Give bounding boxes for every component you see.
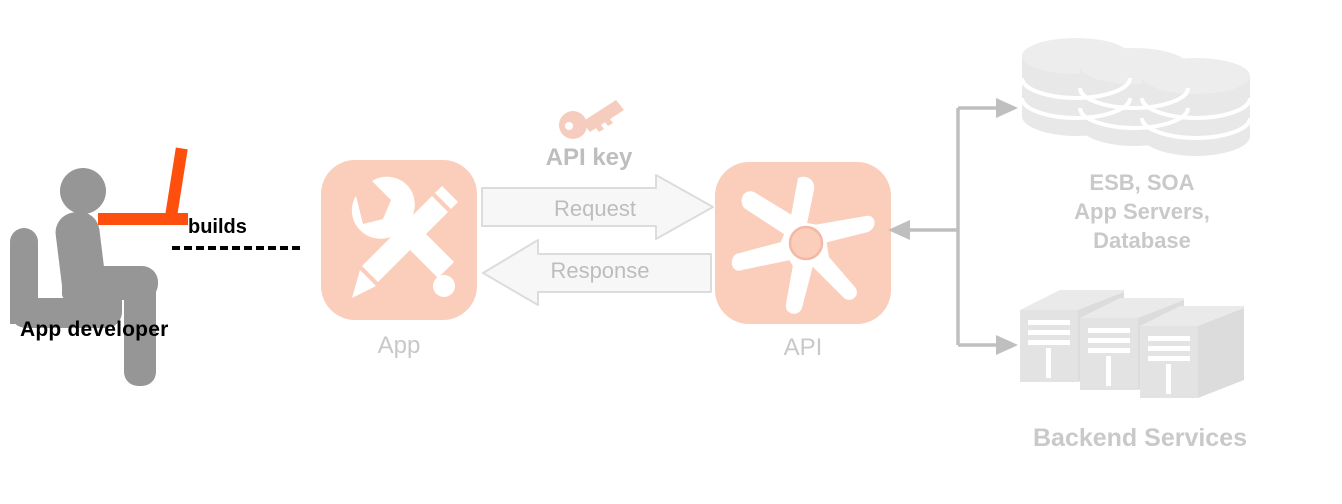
app-node-label: App	[377, 332, 421, 359]
developer-head-icon	[60, 168, 106, 214]
api-node-label: API	[783, 334, 823, 361]
builds-dashed-line	[172, 246, 300, 250]
api-star-hub-icon	[731, 176, 875, 314]
server-racks-icon	[1020, 290, 1244, 398]
datastore-label-line-1: ESB, SOA	[1089, 170, 1195, 195]
app-developer-label: App developer	[20, 318, 169, 341]
datastore-label-line-3: Database	[1093, 228, 1191, 253]
arrow-right-to-database-head	[996, 98, 1018, 118]
datastore-label: ESB, SOA App Servers, Database	[1022, 168, 1262, 255]
developer-shin-shape	[124, 278, 156, 386]
response-arrow	[482, 239, 712, 306]
request-arrow	[481, 174, 714, 240]
arrow-left-to-api-head	[888, 220, 910, 240]
app-developer-figure	[0, 147, 300, 386]
request-label: Request	[554, 196, 636, 221]
arrow-right-to-servers-head	[996, 335, 1018, 355]
datastore-label-line-2: App Servers,	[1074, 199, 1210, 224]
backend-services-label: Backend Services	[1032, 424, 1248, 452]
key-icon	[559, 100, 624, 139]
laptop-screen-icon	[164, 147, 188, 223]
api-key-label: API key	[545, 144, 633, 171]
response-label: Response	[550, 258, 650, 283]
database-cylinders-icon	[1020, 38, 1252, 156]
builds-label: builds	[188, 216, 247, 238]
wrench-and-pencil-icon	[351, 176, 458, 298]
chair-seat-shape	[10, 298, 122, 328]
backend-connector-lines	[888, 98, 1018, 355]
